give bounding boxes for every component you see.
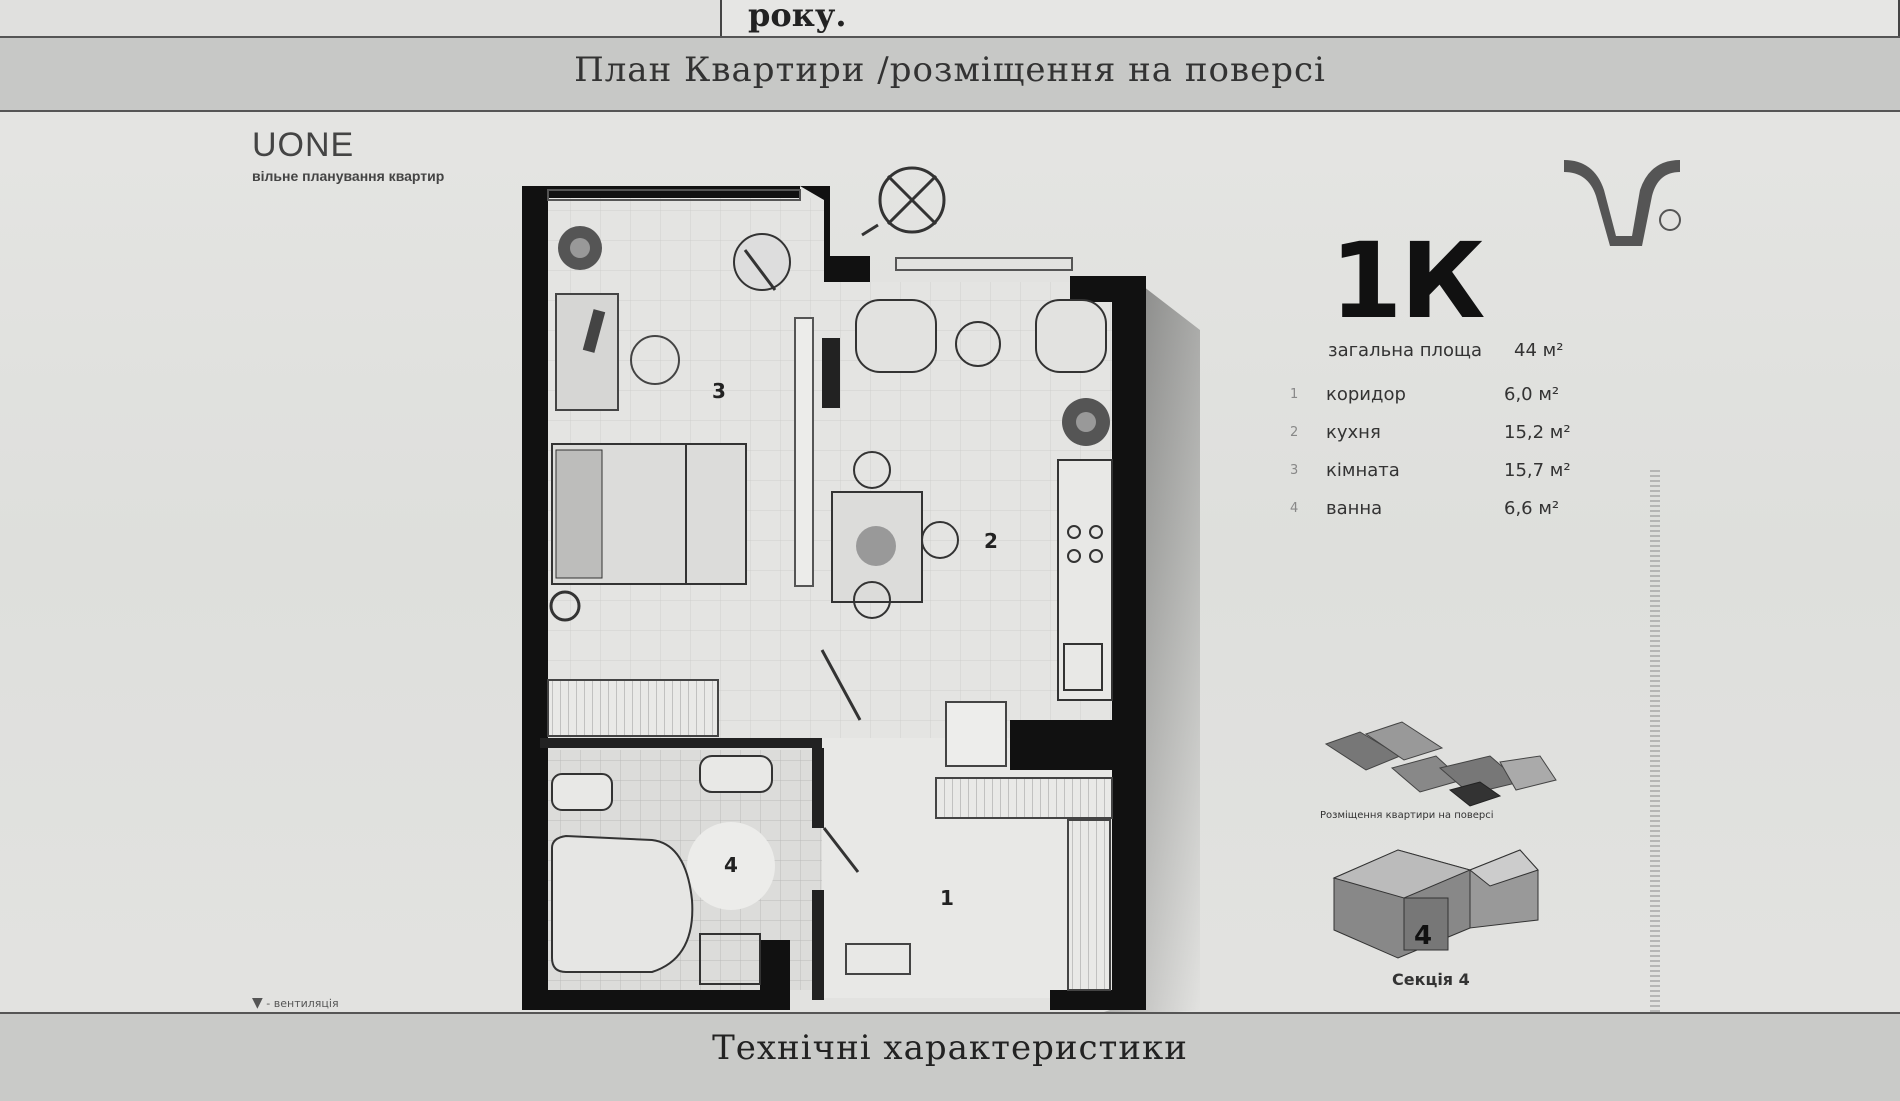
floor-location-caption: Розміщення квартири на поверсі (1320, 810, 1494, 821)
brand-name: UONE (252, 126, 355, 164)
stove-icon (1067, 525, 1103, 563)
ventilation-label: - вентиляція (266, 997, 339, 1010)
total-area-value: 44 м² (1514, 340, 1564, 361)
top-left-cell (0, 0, 722, 36)
divider (0, 36, 1900, 38)
partition (794, 317, 814, 587)
plant-icon (558, 226, 602, 270)
section-caption: Секція 4 (1392, 970, 1470, 989)
sofa-chair-right (1035, 299, 1107, 373)
hallway-closet (935, 777, 1113, 819)
ventilation-legend: ▼ - вентиляція (252, 995, 339, 1011)
side-fine-print (1650, 470, 1660, 1030)
list-item: 1 коридор 6,0 м² (1290, 384, 1580, 422)
room-label-1: 1 (940, 886, 954, 910)
room-label-2: 2 (984, 529, 998, 553)
compass-icon (861, 166, 946, 237)
shoe-rack (845, 943, 911, 975)
list-item: 3 кімната 15,7 м² (1290, 460, 1580, 498)
desk-chair (630, 335, 680, 385)
bathroom-rug (687, 822, 775, 910)
toilet-icon (551, 773, 613, 811)
room-number: 3 (1290, 463, 1299, 478)
footer-band (0, 1012, 1900, 1101)
washing-machine (699, 933, 761, 985)
hallway-wardrobe (1067, 819, 1111, 991)
bed-pillows (555, 449, 603, 579)
sofa-chair-left (855, 299, 937, 373)
room-label-3: 3 (712, 379, 726, 403)
room-number: 2 (1290, 425, 1299, 440)
total-area: загальна площа 44 м² (1328, 340, 1568, 361)
room-number: 1 (1290, 387, 1299, 402)
brand-logo-icon (1564, 160, 1681, 246)
room-area: 6,0 м² (1504, 384, 1560, 405)
brand-subtitle: вільне планування квартир (252, 168, 445, 184)
room-name: кімната (1326, 460, 1400, 481)
room-name: кухня (1326, 422, 1381, 443)
door-icon (820, 649, 862, 721)
wardrobe (547, 679, 719, 737)
top-text: року. (748, 0, 847, 34)
room-area: 6,6 м² (1504, 498, 1560, 519)
header-band (0, 38, 1900, 112)
section-number: 4 (1414, 921, 1432, 951)
laptop-icon (582, 309, 606, 353)
lamp-icon (549, 590, 581, 622)
sink-icon (1063, 643, 1103, 691)
room-number: 4 (1290, 501, 1299, 516)
room-label-4: 4 (724, 853, 738, 877)
plant-icon (856, 526, 896, 566)
kitchen-counter (1057, 459, 1113, 701)
armchair-icon (733, 233, 791, 291)
room-name: ванна (1326, 498, 1383, 519)
coffee-table (955, 321, 1001, 367)
list-item: 2 кухня 15,2 м² (1290, 422, 1580, 460)
ventilation-icon: ▼ (252, 995, 263, 1011)
washbasin-icon (699, 755, 773, 793)
room-area: 15,2 м² (1504, 422, 1571, 443)
room-area: 15,7 м² (1504, 460, 1571, 481)
fridge (945, 701, 1007, 767)
top-right-cell (722, 0, 1900, 36)
page-title: План Квартири /розміщення на поверсі (574, 50, 1326, 90)
room-name: коридор (1326, 384, 1406, 405)
plant-icon (1062, 398, 1110, 446)
total-area-label: загальна площа (1328, 340, 1482, 361)
list-item: 4 ванна 6,6 м² (1290, 498, 1580, 536)
footer-title: Технічні характеристики (712, 1028, 1188, 1068)
floor-location-diagram (1324, 721, 1557, 807)
apartment-type: 1К (1330, 220, 1485, 342)
section-building-diagram (1332, 849, 1539, 959)
door-icon (822, 827, 860, 873)
bathtub-icon (551, 834, 694, 973)
room-list: 1 коридор 6,0 м² 2 кухня 15,2 м² 3 кімна… (1290, 384, 1580, 536)
desk (555, 293, 619, 411)
